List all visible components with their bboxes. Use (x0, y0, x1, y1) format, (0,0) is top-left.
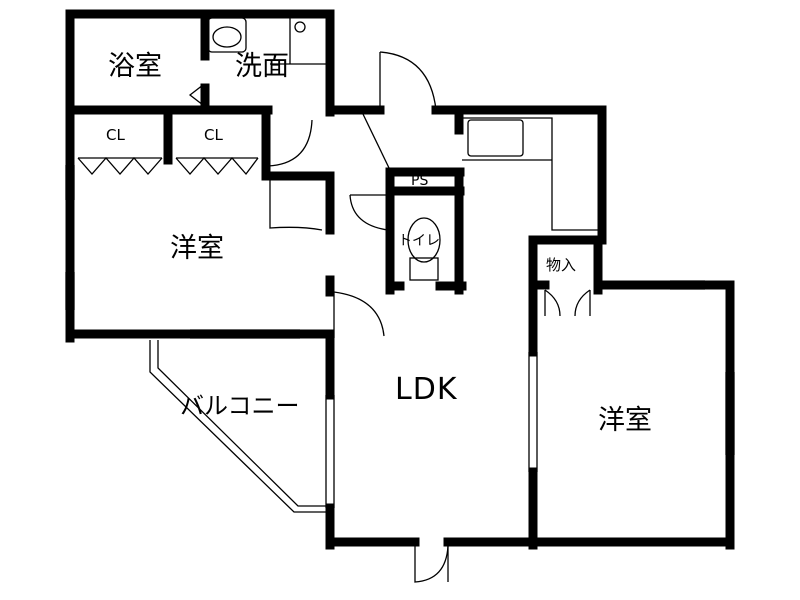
ps-label: PS (411, 173, 429, 189)
storage-label: 物入 (546, 256, 577, 274)
closet-1-label: CL (106, 126, 125, 144)
ldk-label: LDK (395, 372, 458, 407)
walls (65, 9, 735, 550)
thin-lines (65, 17, 735, 583)
balcony-label: バルコニー (180, 392, 300, 420)
western-room-1-label: 洋室 (170, 233, 224, 264)
bath-label: 浴室 (108, 51, 162, 82)
western-room-2-label: 洋室 (598, 405, 652, 436)
washroom-label: 洗面 (235, 51, 289, 82)
toilet-label: トイレ (398, 233, 440, 249)
closet-2-label: CL (204, 126, 223, 144)
